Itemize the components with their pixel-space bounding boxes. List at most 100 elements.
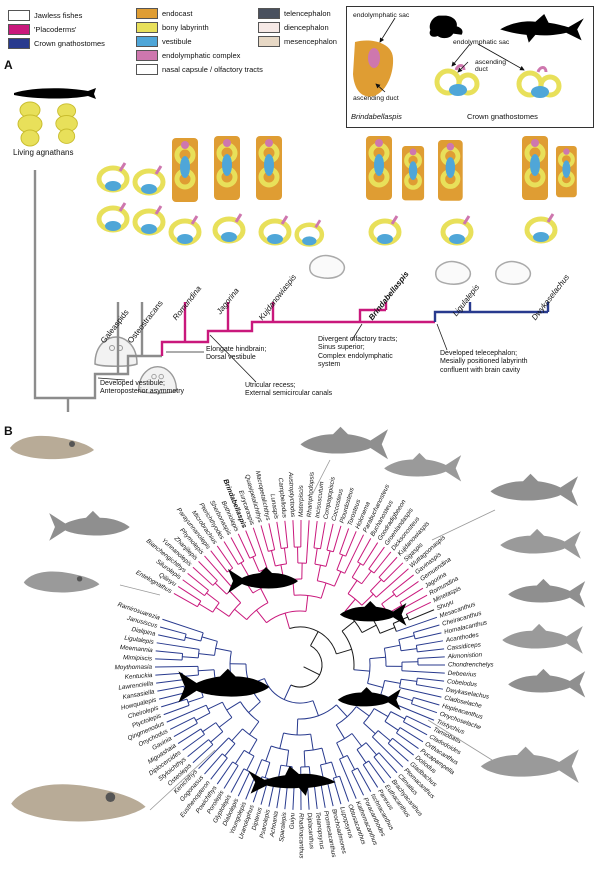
tree-branch xyxy=(223,765,239,789)
tree-branch xyxy=(373,551,392,574)
brindabellaspis-endocast-drawing xyxy=(402,146,424,200)
tree-branch xyxy=(403,721,428,736)
tree-branch xyxy=(392,737,414,756)
tree-branch xyxy=(237,771,251,797)
tree-branch xyxy=(310,631,319,646)
tree-branch xyxy=(356,749,367,764)
circular-phylogeny: EntelognathusQilinyuSilurolepisBiancheng… xyxy=(115,470,495,859)
legend-swatch xyxy=(136,22,158,33)
tree-branch xyxy=(400,678,417,682)
tree-branch xyxy=(270,745,289,751)
taxon-label: Moythomasia xyxy=(115,664,153,672)
tree-branch xyxy=(344,534,365,574)
legend-swatch xyxy=(136,36,158,47)
osteostracan-labyrinth-drawing xyxy=(135,166,163,194)
placoderm-silhouette xyxy=(339,601,407,626)
tree-branch xyxy=(399,687,442,698)
panel-a-label: A xyxy=(4,58,13,72)
tree-branch xyxy=(161,698,188,708)
specimen-render xyxy=(490,473,578,507)
tree-branch xyxy=(186,698,190,706)
taxon-label: Materpiscis xyxy=(298,484,305,517)
taxon-label: Lawrenciella xyxy=(118,680,154,691)
tree-branch xyxy=(339,553,346,557)
taxon-label: Sparalepis xyxy=(278,811,288,842)
tree-branch xyxy=(332,525,342,552)
tree-branch xyxy=(276,521,282,549)
taxon-label: Achoania xyxy=(269,810,280,839)
tree-branch xyxy=(347,580,358,594)
tree-branch xyxy=(294,594,322,599)
tree-branch xyxy=(265,745,272,762)
inset-endolymphatic-sac-right-label: endolymphatic sac xyxy=(453,39,510,46)
tree-branch xyxy=(240,562,250,577)
brain-sketch xyxy=(309,254,346,279)
tree-branch xyxy=(201,636,218,642)
legend-label: bony labyrinth xyxy=(162,22,209,32)
tree-branch xyxy=(216,545,234,569)
tree-branch xyxy=(237,560,245,565)
taxon-label: Kentuckia xyxy=(125,672,154,681)
tree-branch xyxy=(232,761,239,766)
tree-branch xyxy=(417,648,445,653)
tree-branch xyxy=(397,695,413,702)
ligulalepis-labyrinth-drawing xyxy=(443,216,471,244)
tree-branch xyxy=(284,520,289,548)
tree-branch xyxy=(399,727,424,743)
legend-swatch xyxy=(136,50,158,61)
tree-branch xyxy=(357,561,364,566)
tree-branch xyxy=(237,533,251,559)
tree-branch xyxy=(373,708,389,718)
tree-branch xyxy=(415,678,418,685)
tree-branch xyxy=(384,680,401,684)
tree-branch xyxy=(372,736,404,768)
tree-branch xyxy=(361,570,372,585)
tree-branch xyxy=(260,525,269,552)
legend-item: vestibule xyxy=(136,36,263,47)
tree-branch xyxy=(378,556,398,578)
inset-endolymphatic-sac-shape xyxy=(368,48,380,68)
taxon-label: Debeerius xyxy=(448,670,478,679)
tree-branch xyxy=(416,684,444,690)
legend-item: 'Placoderms' xyxy=(8,24,105,35)
tree-branch xyxy=(411,703,438,714)
tree-branch xyxy=(173,592,198,608)
specimen-skull-render xyxy=(11,784,146,822)
specimen-render xyxy=(508,578,586,608)
tree-branch xyxy=(351,733,363,747)
tree-branch xyxy=(379,626,396,634)
legend-label: vestibule xyxy=(162,36,192,46)
tree-branch xyxy=(248,739,258,754)
inset-crown-labyrinth-drawing xyxy=(434,64,480,96)
legend-item: diencephalon xyxy=(258,22,337,33)
tree-branch xyxy=(356,706,370,717)
tree-branch xyxy=(336,704,348,718)
tree-branch xyxy=(215,606,230,617)
legend-swatch xyxy=(258,36,280,47)
living-agnathans-label: Living agnathans xyxy=(13,148,74,157)
romundina-labyrinth-drawing xyxy=(171,216,199,244)
specimen-render xyxy=(49,510,130,541)
tree-branch xyxy=(212,602,220,613)
jagorina-labyrinth-drawing xyxy=(215,214,243,242)
tree-branch xyxy=(378,752,398,774)
tree-branch xyxy=(413,697,440,706)
tree-branch xyxy=(243,749,255,757)
tree-branch xyxy=(305,520,310,564)
tree-branch xyxy=(221,701,233,718)
tree-branch xyxy=(398,635,415,641)
tree-branch xyxy=(234,750,245,765)
tree-branch xyxy=(346,755,356,770)
tree-branch xyxy=(387,742,409,762)
legend-clade-colors: Jawless fishes'Placoderms'Crown gnathost… xyxy=(8,10,105,52)
tree-branch xyxy=(202,722,217,733)
taxon-label: Incisoscutum xyxy=(314,481,325,518)
tree-branch xyxy=(357,538,372,563)
tree-branch xyxy=(155,658,183,661)
tree-branch xyxy=(339,775,350,802)
lamprey-silhouette xyxy=(14,88,96,99)
tree-branch xyxy=(228,602,242,617)
tree-branch xyxy=(336,554,344,571)
tree-branch xyxy=(413,624,440,633)
legend-item: Crown gnathostomes xyxy=(8,38,105,49)
